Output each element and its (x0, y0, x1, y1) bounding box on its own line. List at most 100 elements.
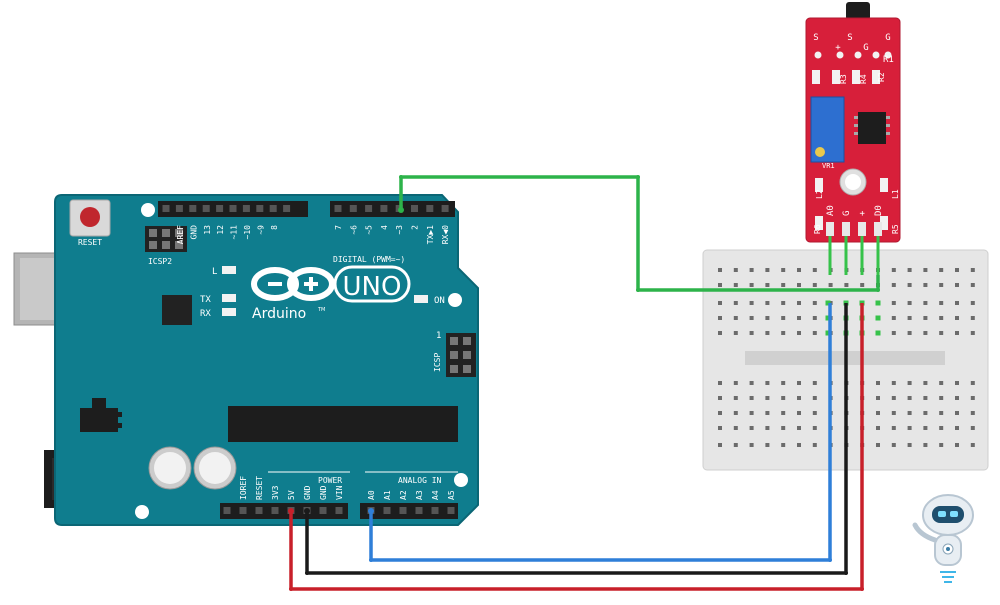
breadboard-hole[interactable] (860, 283, 865, 287)
breadboard-hole[interactable] (939, 301, 944, 305)
breadboard-hole[interactable] (718, 426, 722, 430)
breadboard-hole[interactable] (797, 396, 801, 400)
header-socket[interactable] (383, 507, 391, 514)
breadboard-hole[interactable] (828, 283, 833, 287)
header-socket[interactable] (441, 205, 449, 212)
trimmer-screw[interactable] (815, 147, 825, 157)
breadboard-hole[interactable] (797, 268, 801, 272)
breadboard-hole[interactable] (955, 301, 959, 305)
header-socket[interactable] (415, 507, 423, 514)
breadboard-hole[interactable] (797, 381, 801, 385)
breadboard-hole[interactable] (718, 283, 722, 287)
breadboard-hole[interactable] (970, 396, 975, 400)
breadboard-hole[interactable] (907, 426, 912, 430)
breadboard-hole[interactable] (765, 283, 770, 287)
breadboard-hole[interactable] (907, 443, 912, 447)
header-socket[interactable] (202, 205, 210, 212)
breadboard-hole[interactable] (891, 396, 896, 400)
breadboard-hole[interactable] (781, 443, 786, 447)
breadboard-hole[interactable] (718, 443, 722, 447)
breadboard-hole[interactable] (970, 301, 975, 305)
header-socket[interactable] (229, 205, 237, 212)
breadboard-hole[interactable] (781, 316, 786, 320)
breadboard-hole[interactable] (955, 411, 959, 415)
breadboard-hole[interactable] (797, 443, 801, 447)
header-socket[interactable] (319, 507, 327, 514)
breadboard-hole[interactable] (970, 426, 975, 430)
header-socket[interactable] (334, 205, 342, 212)
breadboard-hole[interactable] (765, 381, 770, 385)
breadboard-hole[interactable] (955, 443, 959, 447)
header-socket[interactable] (349, 205, 357, 212)
breadboard-hole[interactable] (939, 316, 944, 320)
breadboard-hole[interactable] (797, 301, 801, 305)
breadboard-hole[interactable] (733, 316, 738, 320)
breadboard-hole[interactable] (733, 396, 738, 400)
breadboard-hole[interactable] (923, 268, 928, 272)
breadboard-hole[interactable] (765, 443, 770, 447)
breadboard-hole[interactable] (781, 381, 786, 385)
header-socket[interactable] (256, 205, 264, 212)
breadboard-hole[interactable] (765, 301, 770, 305)
breadboard-hole[interactable] (733, 268, 738, 272)
breadboard-hole[interactable] (939, 411, 944, 415)
breadboard-hole[interactable] (891, 316, 896, 320)
breadboard-hole[interactable] (733, 426, 738, 430)
breadboard-hole[interactable] (765, 411, 770, 415)
breadboard-hole[interactable] (907, 268, 912, 272)
breadboard-hole[interactable] (955, 283, 959, 287)
breadboard-hole[interactable] (797, 316, 801, 320)
breadboard-hole[interactable] (939, 381, 944, 385)
breadboard-hole[interactable] (718, 381, 722, 385)
breadboard-hole[interactable] (891, 268, 896, 272)
breadboard-hole[interactable] (765, 426, 770, 430)
breadboard-hole[interactable] (812, 301, 817, 305)
breadboard-hole[interactable] (765, 316, 770, 320)
header-socket[interactable] (335, 507, 343, 514)
breadboard-hole[interactable] (797, 283, 801, 287)
breadboard-hole[interactable] (970, 381, 975, 385)
breadboard-hole[interactable] (812, 283, 817, 287)
header-socket[interactable] (162, 205, 170, 212)
breadboard-hole[interactable] (907, 331, 912, 335)
breadboard-hole[interactable] (812, 316, 817, 320)
breadboard-hole[interactable] (718, 301, 722, 305)
header-socket[interactable] (399, 507, 407, 514)
breadboard-hole[interactable] (876, 396, 880, 400)
breadboard-hole[interactable] (718, 396, 722, 400)
breadboard-hole[interactable] (939, 283, 944, 287)
breadboard-hole[interactable] (749, 301, 754, 305)
breadboard-hole[interactable] (907, 411, 912, 415)
breadboard-hole[interactable] (812, 443, 817, 447)
header-socket[interactable] (216, 205, 224, 212)
breadboard-hole[interactable] (923, 316, 928, 320)
breadboard-hole[interactable] (955, 426, 959, 430)
breadboard-hole[interactable] (970, 316, 975, 320)
breadboard-hole[interactable] (749, 426, 754, 430)
breadboard-hole[interactable] (749, 268, 754, 272)
header-socket[interactable] (189, 205, 197, 212)
breadboard-hole[interactable] (955, 381, 959, 385)
breadboard-hole[interactable] (891, 381, 896, 385)
breadboard-hole[interactable] (923, 396, 928, 400)
breadboard-hole[interactable] (891, 283, 896, 287)
breadboard-hole[interactable] (891, 426, 896, 430)
header-socket[interactable] (447, 507, 455, 514)
breadboard-hole[interactable] (812, 396, 817, 400)
header-socket[interactable] (431, 507, 439, 514)
breadboard-hole[interactable] (733, 331, 738, 335)
breadboard-hole[interactable] (891, 443, 896, 447)
breadboard-hole[interactable] (718, 268, 722, 272)
breadboard-hole[interactable] (765, 268, 770, 272)
header-socket[interactable] (269, 205, 277, 212)
breadboard-hole[interactable] (812, 411, 817, 415)
breadboard-hole[interactable] (749, 283, 754, 287)
breadboard-hole[interactable] (781, 331, 786, 335)
header-socket[interactable] (426, 205, 434, 212)
breadboard-hole[interactable] (812, 268, 817, 272)
breadboard-hole[interactable] (749, 443, 754, 447)
breadboard-hole[interactable] (939, 396, 944, 400)
breadboard-hole[interactable] (797, 426, 801, 430)
breadboard-hole[interactable] (749, 411, 754, 415)
breadboard-hole[interactable] (955, 316, 959, 320)
